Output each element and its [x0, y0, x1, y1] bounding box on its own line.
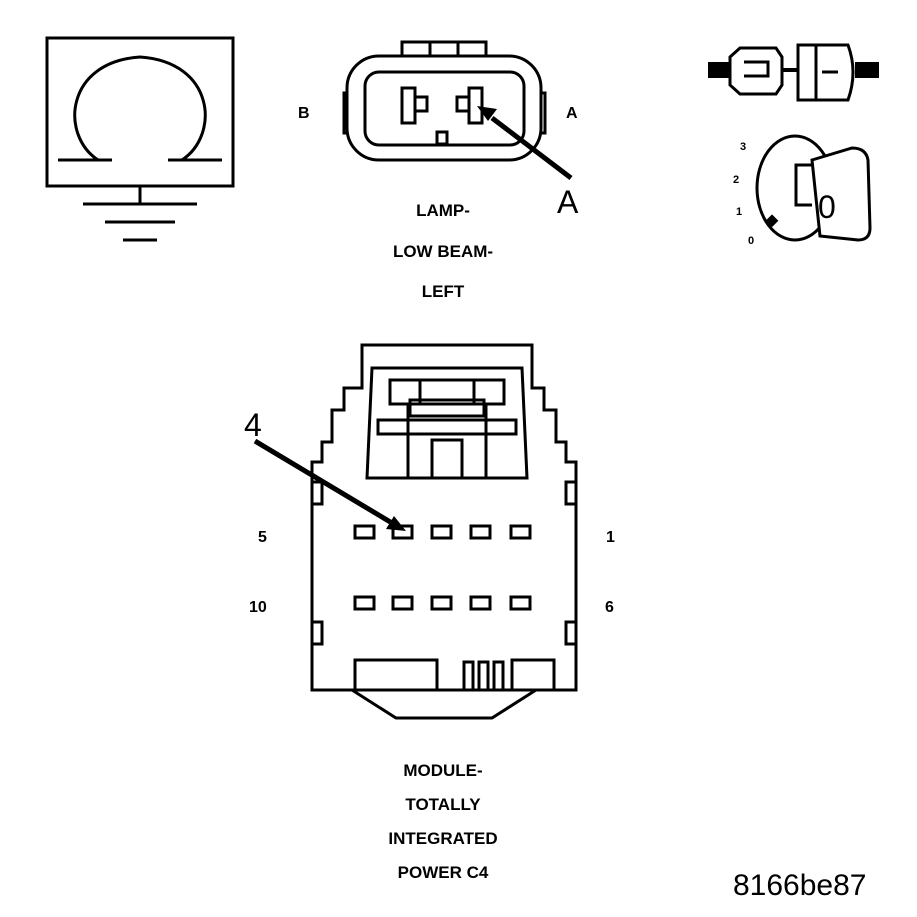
module-caption-line-4: POWER C4 — [398, 863, 489, 882]
figure-id-label: 8166be87 — [733, 869, 866, 902]
lamp-caption-line-1: LAMP- — [416, 201, 470, 220]
key-position-3-label: 3 — [740, 141, 746, 153]
lamp-callout-arrow-icon — [477, 106, 573, 180]
terminal-probe-icon — [708, 43, 879, 102]
module-pin-6-label: 6 — [605, 599, 614, 616]
module-pin-5-label: 5 — [258, 529, 267, 546]
module-callout-label: 4 — [244, 407, 262, 443]
module-pin-10-label: 10 — [249, 599, 267, 616]
lamp-low-beam-left-connector: B A A LAMP- LOW BEAM- LEFT — [298, 40, 579, 301]
lamp-caption-line-2: LOW BEAM- — [393, 242, 493, 261]
lamp-pin-a-label: A — [566, 105, 578, 122]
lamp-terminal-b-icon — [400, 86, 429, 125]
key-label: 0 — [818, 189, 836, 225]
lamp-terminal-a-icon — [455, 86, 484, 125]
module-callout-arrow-icon — [253, 438, 406, 531]
lamp-caption-line-3: LEFT — [422, 282, 465, 301]
key-position-1-label: 1 — [736, 206, 742, 218]
module-caption-line-1: MODULE- — [403, 761, 482, 780]
ohmmeter-ground-symbol-icon — [45, 36, 235, 242]
module-caption-line-3: INTEGRATED — [388, 829, 497, 848]
lamp-callout-label: A — [557, 184, 579, 220]
module-cavities-row-bottom — [353, 595, 532, 611]
module-pin-1-label: 1 — [606, 529, 615, 546]
module-caption-line-2: TOTALLY — [405, 795, 481, 814]
key-position-2-label: 2 — [733, 174, 739, 186]
module-tipm-c4-connector: 4 5 1 10 6 MODULE- TOTALLY INTEGRATED PO… — [244, 343, 615, 882]
lamp-pin-b-label: B — [298, 105, 310, 122]
key-position-0-label: 0 — [748, 235, 754, 247]
ignition-key-icon: 0 3 2 1 0 — [733, 134, 872, 247]
